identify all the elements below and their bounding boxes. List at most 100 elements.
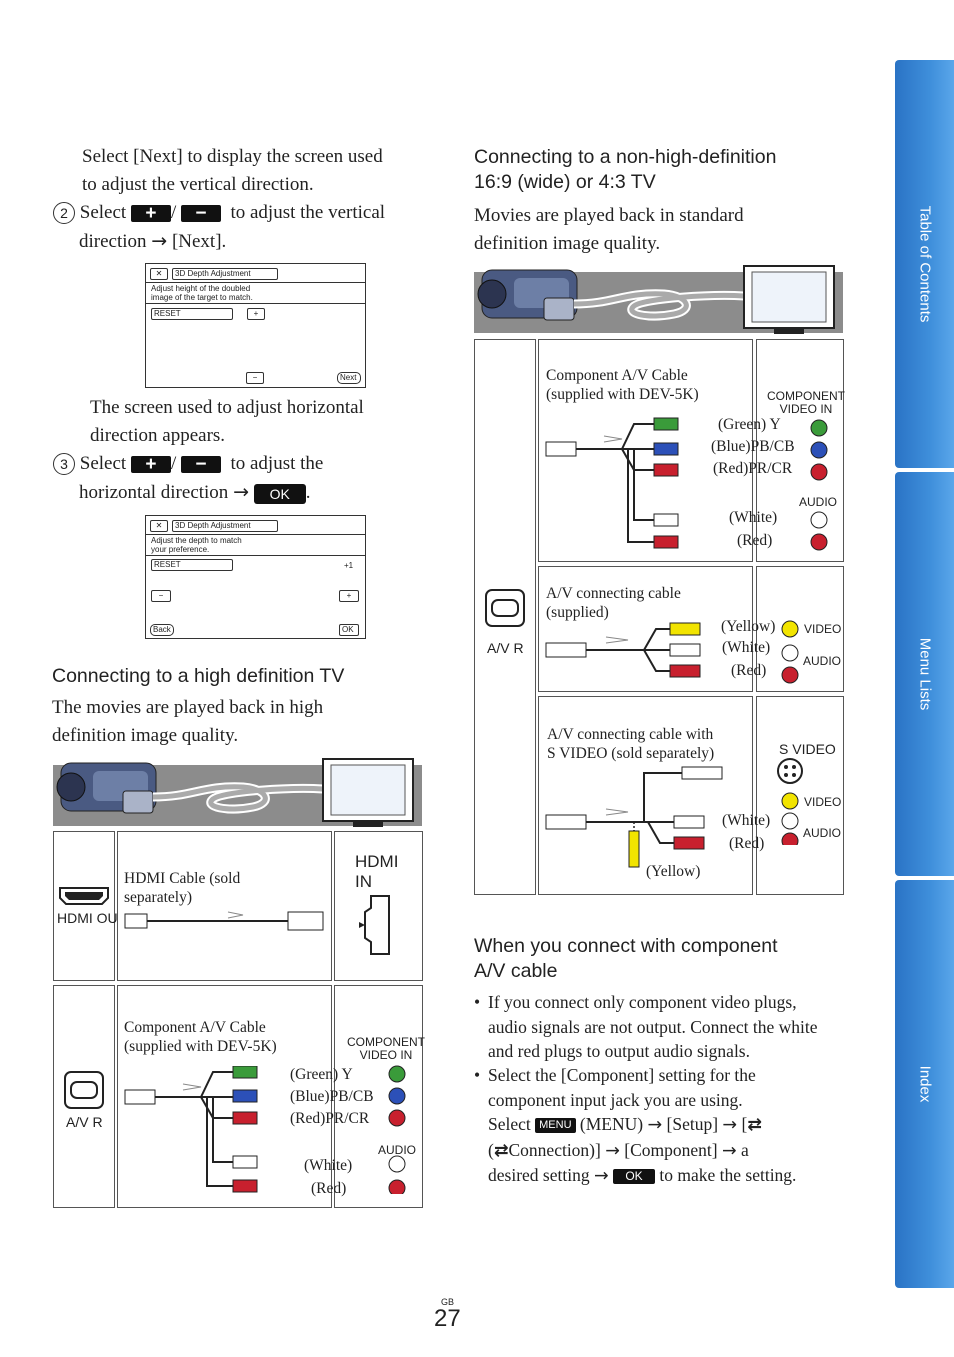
bullet-line: (⇄Connection)] → [Component] → a: [488, 1139, 749, 1161]
heading-line: When you connect with component: [474, 935, 778, 957]
component-in-label: COMPONENT VIDEO IN: [767, 390, 845, 416]
av-cable-icon: [545, 622, 701, 678]
component-in-cell: COMPONENT VIDEO IN AUDIO: [334, 985, 425, 1208]
slash: /: [170, 202, 177, 223]
hd-text-2: definition image quality.: [52, 725, 239, 746]
white-label: (White): [729, 509, 778, 526]
svideo-cable-icon: [545, 766, 723, 868]
ok-button[interactable]: OK: [339, 624, 359, 636]
heading-line: A/V cable: [474, 960, 558, 982]
step-2-line-2: direction → [Next].: [79, 227, 226, 256]
label-line: A/V connecting cable: [546, 585, 681, 602]
plus-button[interactable]: +: [247, 308, 265, 320]
yellow-label: (Yellow): [721, 618, 776, 635]
hdmi-cable-label: HDMI Cable (sold separately): [124, 869, 240, 907]
section-heading-hd: Connecting to a high definition TV: [52, 665, 345, 687]
bullet-word: [Setup]: [666, 1114, 719, 1134]
label-line: (supplied with DEV-5K): [124, 1038, 277, 1055]
bullet-line: Select MENU (MENU) → [Setup] → [⇄: [488, 1114, 762, 1135]
msg-line: your preference.: [151, 545, 210, 554]
plus-icon: +: [130, 204, 171, 223]
video-label: VIDEO: [804, 622, 842, 636]
minus-button[interactable]: −: [246, 372, 264, 384]
av-cable-label: A/V connecting cable (supplied): [546, 584, 681, 622]
screen-title: 3D Depth Adjustment: [172, 520, 278, 532]
section-heading-non-hd: Connecting to a non-high-definition 16:9…: [474, 145, 776, 195]
red-label: (Red): [311, 1180, 347, 1197]
divider: [146, 282, 365, 283]
label-line: COMPONENT: [767, 389, 845, 403]
audio-label: AUDIO: [378, 1143, 417, 1157]
camera-to-tv-illustration: [56, 758, 414, 827]
camera-to-tv-illustration: [477, 265, 835, 334]
svideo-in-cell: S VIDEO VIDEO AUDIO: [756, 696, 844, 895]
arrow-right-icon: →: [647, 1115, 663, 1135]
step-text: horizontal direction: [79, 482, 229, 503]
blue-pb-label: (Blue)PB/CB: [711, 438, 795, 455]
tab-label: Index: [916, 1065, 933, 1103]
tab-index[interactable]: Index: [895, 880, 954, 1288]
red-label: (Red): [729, 835, 765, 852]
bullet-dot: •: [474, 992, 481, 1012]
label-line: HDMI: [355, 852, 399, 871]
after-step2-line-2: direction appears.: [90, 425, 226, 446]
hdmi-out-label: HDMI OUT: [57, 910, 127, 926]
close-icon[interactable]: ✕: [150, 268, 168, 280]
arrow-right-icon: →: [722, 1115, 738, 1135]
audio-label: AUDIO: [799, 495, 838, 509]
hdmi-out-cell: HDMI OUT: [53, 831, 126, 981]
divider: [146, 534, 365, 535]
audio-label: AUDIO: [803, 826, 842, 840]
component-cable-cell: Component A/V Cable (supplied with DEV-5…: [117, 985, 332, 1208]
bullet-word: Connection)]: [508, 1139, 601, 1160]
bullet-word: to make the setting.: [659, 1165, 797, 1185]
white-label: (White): [304, 1157, 353, 1174]
red-pr-label: (Red)PR/CR: [290, 1110, 370, 1127]
step-number: 2: [53, 202, 75, 224]
component-cable-cell: Component A/V Cable (supplied with DEV-5…: [538, 339, 753, 562]
hd-text-1: The movies are played back in high: [52, 697, 324, 718]
close-icon[interactable]: ✕: [150, 520, 168, 532]
tab-label: Menu Lists: [916, 637, 933, 711]
reset-button[interactable]: RESET: [151, 308, 233, 320]
reset-button[interactable]: RESET: [151, 559, 233, 571]
label-line: VIDEO IN: [359, 1048, 413, 1062]
hdmi-cable-icon: [124, 911, 324, 931]
arrow-right-icon: →: [233, 481, 249, 503]
back-button[interactable]: Back: [150, 624, 174, 636]
component-in-cell: COMPONENT VIDEO IN AUDIO: [756, 339, 845, 562]
av-r-cell: A/V R: [474, 339, 536, 895]
bullet-text: If you connect only component video plug…: [488, 990, 818, 1064]
camcorder-icon: [56, 762, 157, 814]
tab-menu-lists[interactable]: Menu Lists: [895, 472, 954, 876]
intro-line-2: to adjust the vertical direction.: [82, 174, 314, 195]
svideo-jacks-icon: [777, 758, 803, 845]
hdmi-in-port-icon: [359, 895, 390, 955]
component-cable-icon: [124, 1066, 258, 1193]
hdmi-port-icon: [59, 887, 109, 905]
plus-button[interactable]: +: [339, 590, 359, 602]
step-text: direction: [79, 231, 147, 252]
label-line: Component A/V Cable: [546, 367, 688, 384]
bullet-word: a: [741, 1139, 749, 1160]
audio-label: AUDIO: [803, 654, 842, 668]
depth-adjust-screen-horizontal: ✕ 3D Depth Adjustment Adjust the depth t…: [145, 515, 366, 639]
av-r-port-icon: [485, 589, 525, 627]
divider: [146, 555, 365, 556]
green-y-label: (Green) Y: [718, 416, 781, 433]
minus-button[interactable]: −: [151, 590, 171, 602]
green-y-label: (Green) Y: [290, 1066, 353, 1083]
tab-table-of-contents[interactable]: Table of Contents: [895, 60, 954, 468]
screen-title: 3D Depth Adjustment: [172, 268, 278, 280]
depth-adjust-screen-vertical: ✕ 3D Depth Adjustment Adjust height of t…: [145, 263, 366, 388]
next-button[interactable]: Next: [337, 372, 361, 384]
label-line: VIDEO IN: [779, 402, 833, 416]
step-text: to adjust the: [230, 453, 324, 474]
label-line: COMPONENT: [347, 1035, 425, 1049]
av-in-cell: VIDEO AUDIO: [756, 566, 844, 692]
arrow-right-icon: →: [721, 1140, 737, 1161]
ok-button-icon: OK: [613, 1169, 655, 1185]
bullet-word: desired setting: [488, 1165, 590, 1185]
non-hd-text-2: definition image quality.: [474, 233, 661, 254]
label-line: Component A/V Cable: [124, 1019, 266, 1036]
